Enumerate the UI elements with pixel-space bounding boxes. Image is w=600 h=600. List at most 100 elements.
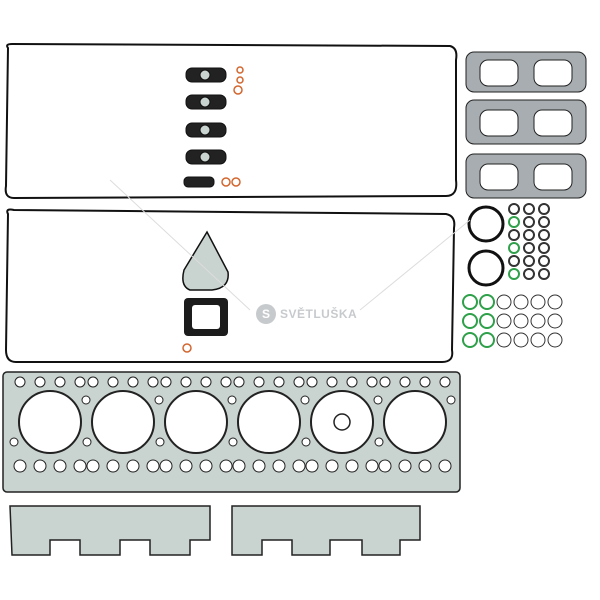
water-hole (155, 437, 165, 447)
bolt-hole (398, 459, 412, 473)
valve-stem-seal (538, 255, 550, 267)
bolt-hole (366, 376, 378, 388)
watermark-text: SVĚTLUŠKA (280, 307, 358, 321)
bolt-hole (232, 459, 246, 473)
watermark-logo: S SVĚTLUŠKA (256, 304, 357, 324)
o-ring (462, 313, 478, 329)
valve-stem-seal (523, 255, 535, 267)
bolt-hole (146, 459, 160, 473)
bolt-hole (160, 376, 172, 388)
bolt-hole (34, 376, 46, 388)
o-ring (513, 313, 529, 329)
o-ring (496, 332, 512, 348)
water-hole (9, 437, 19, 447)
water-hole (300, 395, 310, 405)
o-ring (530, 332, 546, 348)
valve-stem-seal (508, 216, 520, 228)
o-ring (530, 294, 546, 310)
bolt-hole (306, 376, 318, 388)
water-hole (81, 395, 91, 405)
cylinder-bore (18, 390, 82, 454)
o-ring (530, 313, 546, 329)
bolt-hole (346, 376, 358, 388)
triangle-flange-gasket (182, 230, 229, 291)
bolt-hole (365, 459, 379, 473)
bolt-hole (13, 459, 27, 473)
water-hole (301, 437, 311, 447)
bolt-hole (14, 376, 26, 388)
bolt-hole (326, 376, 338, 388)
bolt-hole (345, 459, 359, 473)
valve-cover-gasket-top (4, 42, 458, 200)
o-ring (496, 313, 512, 329)
o-ring (547, 294, 563, 310)
bolt-hole (73, 459, 87, 473)
bolt-hole (418, 459, 432, 473)
o-ring (479, 332, 495, 348)
o-rings-black (467, 205, 505, 287)
valve-stem-seal (508, 255, 520, 267)
o-ring (547, 332, 563, 348)
bolt-hole (305, 459, 319, 473)
bolt-hole (399, 376, 411, 388)
valve-stem-seal (523, 229, 535, 241)
o-ring (547, 313, 563, 329)
bolt-hole (379, 376, 391, 388)
valve-stem-seal (508, 242, 520, 254)
bolt-hole (419, 376, 431, 388)
valve-cover-gasket-bottom (4, 208, 456, 363)
bolt-hole (292, 459, 306, 473)
valve-stem-seal (538, 216, 550, 228)
bolt-hole (272, 459, 286, 473)
cylinder-bore (164, 390, 228, 454)
cylinder-bores (9, 376, 456, 473)
water-hole (82, 437, 92, 447)
valve-stem-seal (508, 268, 520, 280)
valve-stem-seal (508, 203, 520, 215)
bolt-hole (87, 376, 99, 388)
bolt-hole (199, 459, 213, 473)
valve-stem-seal (538, 242, 550, 254)
intake-manifold-gaskets (9, 505, 421, 556)
bolt-hole (33, 459, 47, 473)
water-hole (228, 437, 238, 447)
bolt-hole (252, 459, 266, 473)
o-ring (479, 294, 495, 310)
water-hole (227, 395, 237, 405)
cylinder-bore (383, 390, 447, 454)
bolt-hole (127, 376, 139, 388)
bolt-hole (378, 459, 392, 473)
o-ring (513, 332, 529, 348)
valve-stem-seal (508, 229, 520, 241)
bolt-hole (200, 376, 212, 388)
bolt-hole (439, 376, 451, 388)
water-hole (373, 395, 383, 405)
bolt-hole (107, 376, 119, 388)
o-ring (479, 313, 495, 329)
bolt-hole (220, 376, 232, 388)
bolt-hole (273, 376, 285, 388)
o-ring (496, 294, 512, 310)
bolt-hole (219, 459, 233, 473)
o-rings (462, 294, 563, 348)
bolt-hole (253, 376, 265, 388)
bolt-hole (54, 376, 66, 388)
bolt-hole (159, 459, 173, 473)
bolt-hole (74, 376, 86, 388)
water-hole (374, 437, 384, 447)
valve-stem-seal (523, 268, 535, 280)
o-ring (462, 294, 478, 310)
oil-passage (333, 413, 351, 431)
valve-stem-seals (508, 203, 550, 280)
bolt-hole (179, 459, 193, 473)
bolt-hole (147, 376, 159, 388)
bolt-hole (86, 459, 100, 473)
cylinder-bore (237, 390, 301, 454)
valve-stem-seal (538, 229, 550, 241)
valve-stem-seal (523, 216, 535, 228)
valve-stem-seal (538, 268, 550, 280)
bolt-hole (438, 459, 452, 473)
o-ring (462, 332, 478, 348)
